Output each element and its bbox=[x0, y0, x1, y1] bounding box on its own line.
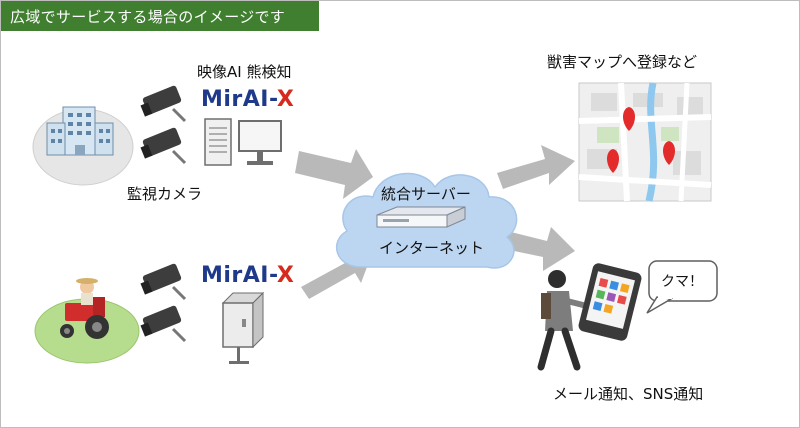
map-pin-icon bbox=[623, 107, 635, 131]
camera-label: 監視カメラ bbox=[127, 185, 203, 203]
title-bar: 広域でサービスする場合のイメージです bbox=[1, 1, 319, 31]
map-pin-icon bbox=[663, 141, 675, 165]
building-icon bbox=[32, 106, 134, 186]
tractor-icon bbox=[34, 278, 140, 364]
smartphone-icon bbox=[578, 263, 642, 341]
monitor-icon bbox=[238, 120, 282, 165]
speech-bubble-icon bbox=[646, 260, 718, 314]
brand-accent: X bbox=[276, 263, 295, 288]
brand-main: MirAI- bbox=[201, 87, 277, 112]
brand-logo: MirAI-X bbox=[201, 87, 294, 112]
internet-label: インターネット bbox=[379, 239, 485, 257]
title-text: 広域でサービスする場合のイメージです bbox=[10, 8, 286, 26]
notify-label: メール通知、SNS通知 bbox=[553, 385, 704, 403]
camera-icon bbox=[140, 85, 187, 123]
server-rack-icon bbox=[376, 206, 466, 228]
camera-icon bbox=[140, 127, 187, 165]
map-note-label: 獣害マップへ登録など bbox=[547, 53, 698, 71]
person-icon bbox=[537, 270, 586, 371]
arrow-top-right bbox=[497, 145, 575, 189]
server-tower-icon bbox=[204, 118, 232, 166]
bubble-text: クマ！ bbox=[661, 274, 703, 290]
map-pin-icon bbox=[607, 149, 619, 173]
brand-accent: X bbox=[276, 87, 295, 112]
server-label: 統合サーバー bbox=[381, 185, 471, 203]
edge-box-icon bbox=[221, 291, 265, 364]
ai-detection-label: 映像AI 熊検知 bbox=[197, 63, 292, 81]
camera-icon bbox=[140, 263, 187, 301]
arrow-bottom-right bbox=[495, 227, 575, 271]
camera-icon bbox=[140, 305, 187, 343]
arrow-top-left bbox=[295, 149, 373, 199]
brand-logo: MirAI-X bbox=[201, 263, 294, 288]
map-icon bbox=[578, 82, 712, 202]
brand-main: MirAI- bbox=[201, 263, 277, 288]
